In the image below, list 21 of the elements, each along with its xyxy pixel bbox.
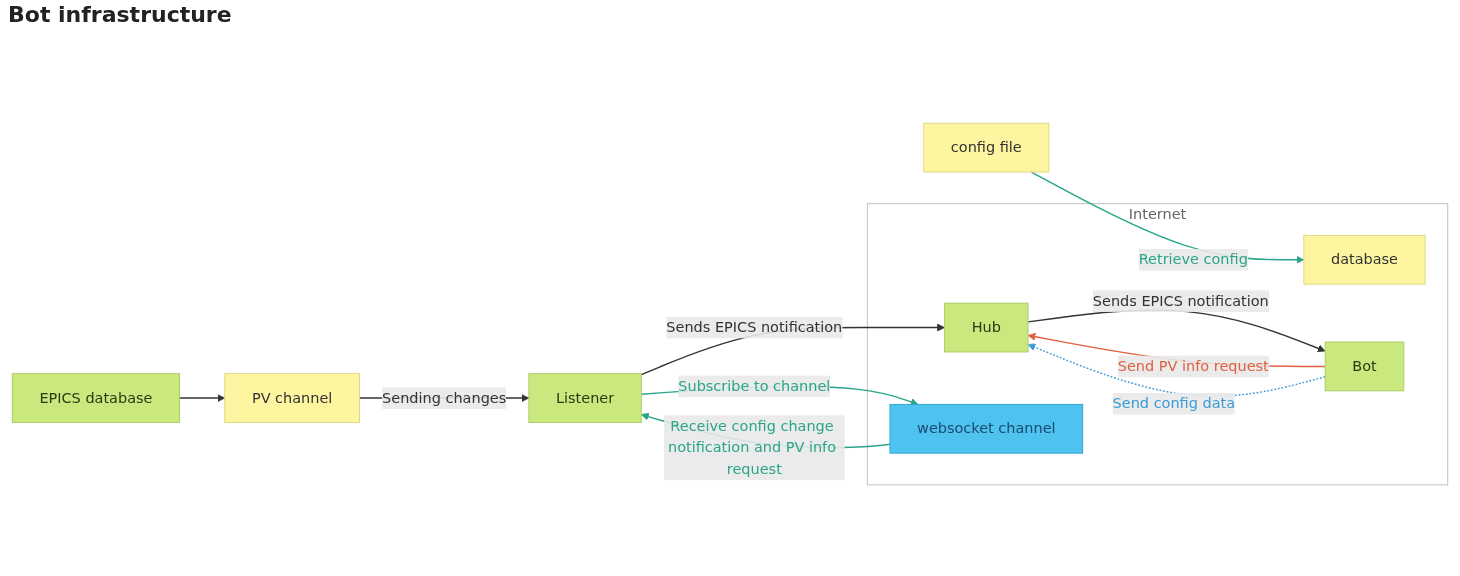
diagram: Internet Retrieve config Sends EPICS notification Sends EPICS notification Send PV info request Subscribe to channel Sending changes Send config data Receive config change notification and PV info request EPICS database PV channel config file Listener database Hub websocket channel Bot [5,115,1455,493]
cluster [866,203,1449,486]
edge-label: Sending changes [382,388,507,407]
node-box [224,373,360,423]
node-box [944,302,1029,353]
edge-label: Send PV info request [1117,357,1269,375]
node-box [528,373,642,423]
arrow [1027,343,1326,397]
edge-label: Subscribe to channel [678,377,831,395]
node-box [889,403,1084,454]
edge-label: Sends EPICS notification [666,318,843,336]
node-box [1324,341,1405,392]
edge-label: Receive config change notification and PV info request [667,417,837,478]
diagram-title: Bot infrastructure [8,2,232,27]
edge-label: Send config data [1112,394,1236,412]
edge-label: Sends EPICS notification [1092,292,1269,310]
node-box [11,373,181,423]
node-box [923,122,1050,173]
node-box [1303,234,1426,285]
arrow [178,394,226,402]
edge-label: Retrieve config [1138,250,1248,268]
